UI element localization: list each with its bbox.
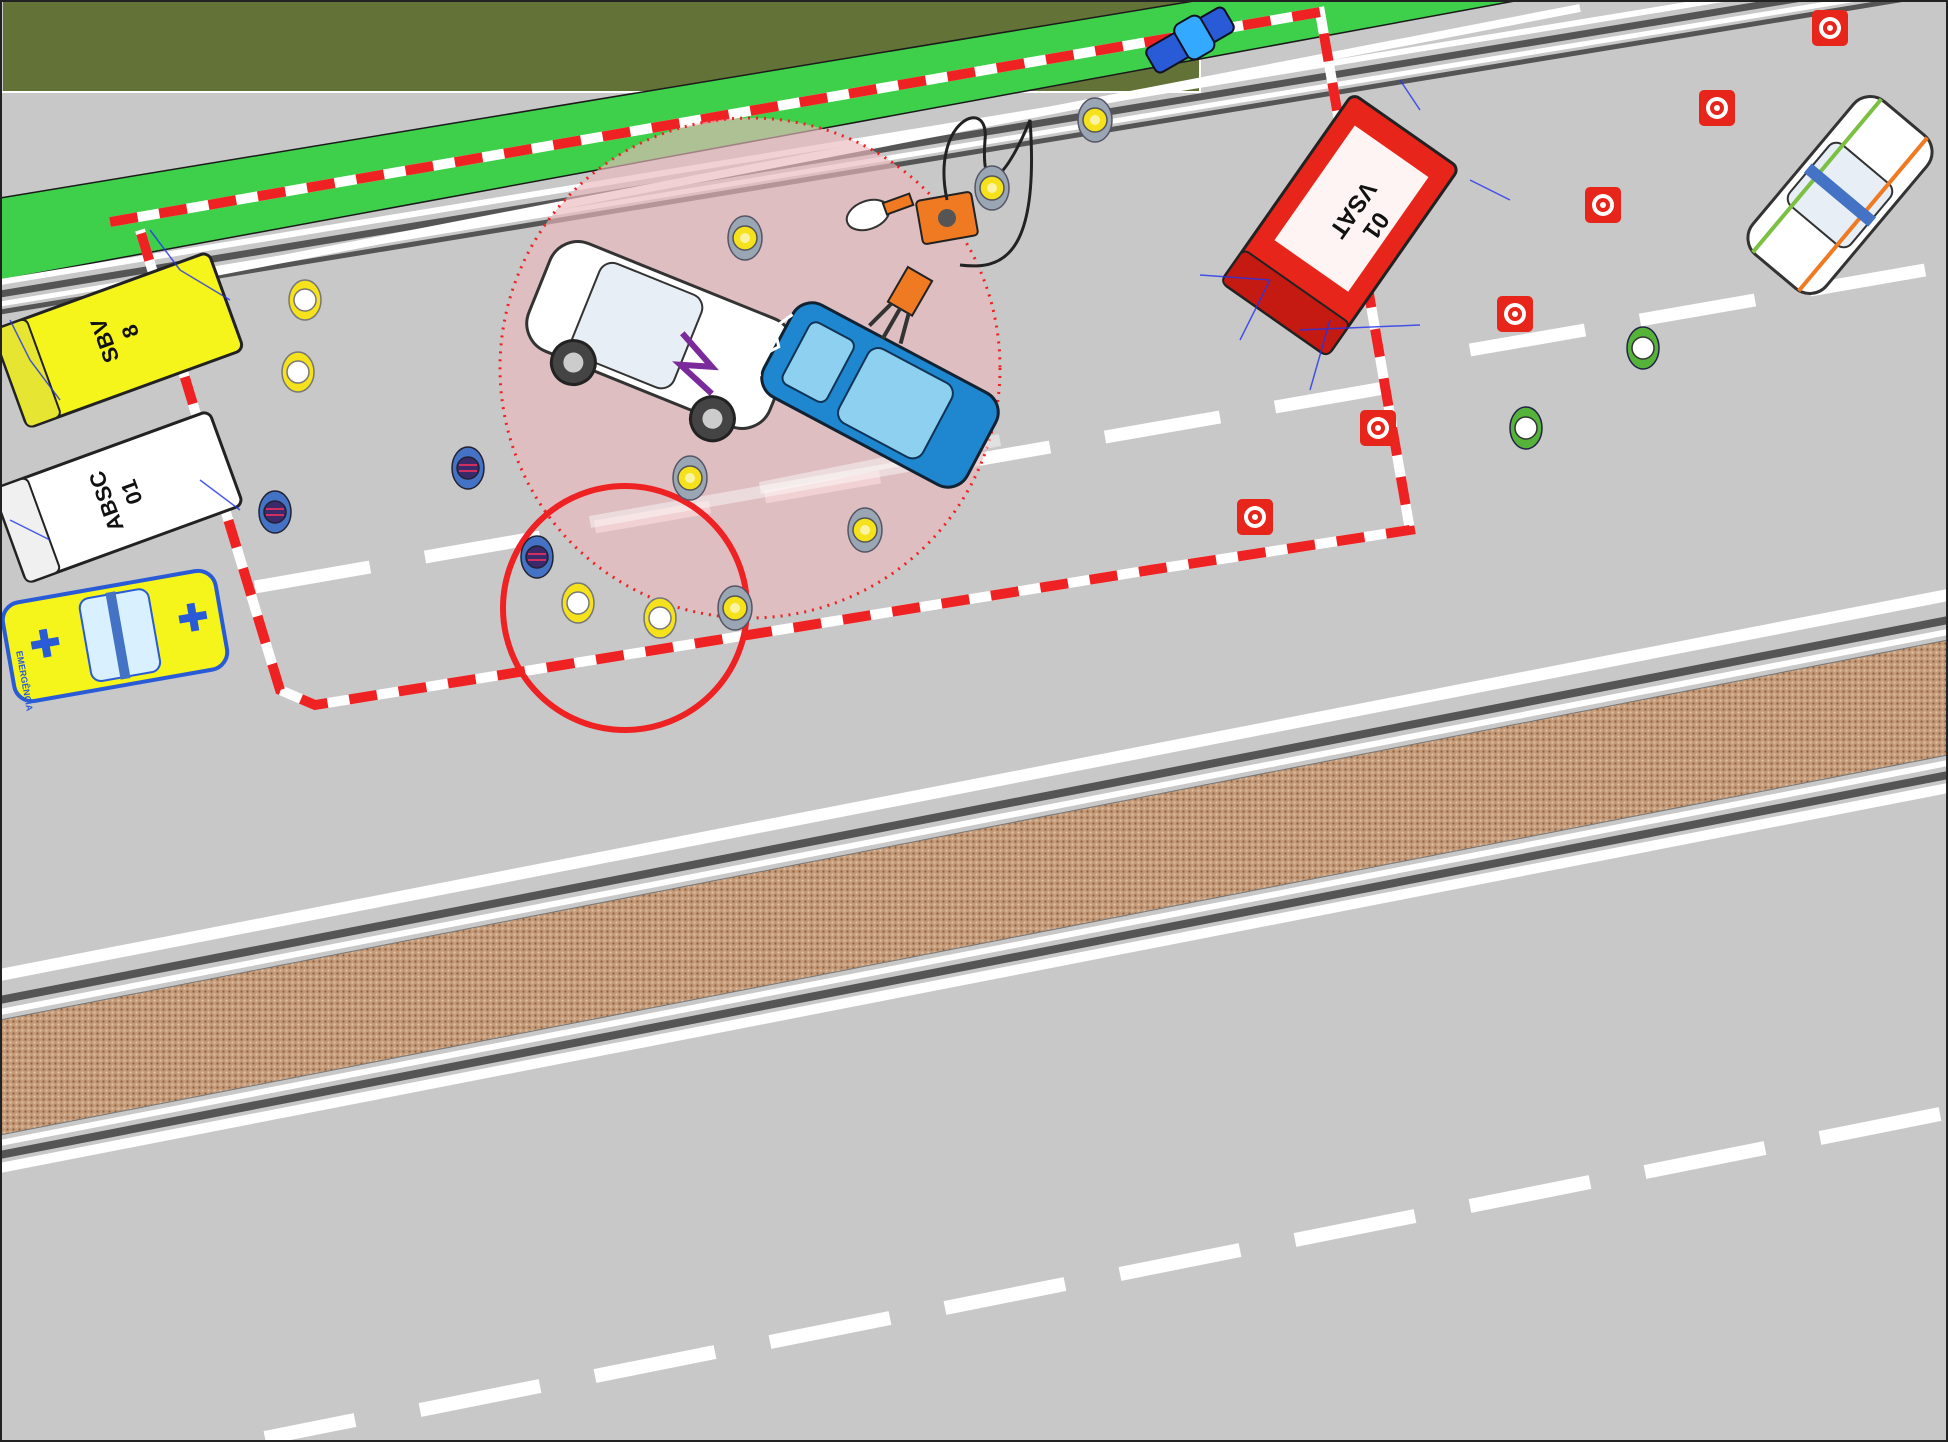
star-of-life-icon (30, 628, 60, 658)
blue-car (755, 301, 1000, 489)
rescuer-icon (281, 351, 315, 393)
traffic-cone-icon (1360, 410, 1396, 446)
rescuer-icon (288, 279, 322, 321)
traffic-cone-icon (1699, 90, 1735, 126)
medic-icon (1509, 406, 1543, 450)
firefighter-icon (717, 585, 753, 631)
star-of-life-icon (178, 602, 208, 632)
police-motorcycle (1145, 6, 1235, 74)
rescuer-icon (643, 597, 677, 639)
patrol-car (1746, 95, 1934, 295)
safety-cordon (109, 6, 1416, 711)
median-strip (0, 616, 1948, 1173)
rescuer-icon (561, 582, 595, 624)
spreader-tool-icon (867, 265, 934, 345)
medic-icon (1626, 326, 1660, 370)
traffic-cone-icon (1237, 499, 1273, 535)
firefighter-icon (974, 165, 1010, 211)
white-car (525, 240, 795, 443)
lower-lane-dashes (263, 1107, 1942, 1442)
vsat-01-fire-truck: VSAT 01 (1222, 95, 1458, 356)
flashing-lights (9, 79, 1511, 541)
firefighter-icon (672, 455, 708, 501)
cutter-tool-icon (845, 192, 915, 232)
sbv-8-vehicle: SBV 8 (0, 252, 244, 428)
traffic-cone-icon (1812, 10, 1848, 46)
traffic-cone-icon (1497, 296, 1533, 332)
upper-edge-line (0, 589, 1948, 981)
hydraulic-pump-icon (915, 191, 979, 245)
firefighter-icon (1077, 97, 1113, 143)
traffic-cone-icon (1585, 187, 1621, 223)
absc-01-vehicle: ABSC 01 (0, 411, 243, 583)
police-officer-icon (258, 490, 292, 534)
police-officer-icon (520, 535, 554, 579)
police-officer-icon (451, 446, 485, 490)
firefighter-icon (727, 215, 763, 261)
emergency-car: EMERGÊNCIA (0, 568, 230, 712)
firefighter-icon (847, 507, 883, 553)
upper-guardrail (0, 0, 1915, 315)
